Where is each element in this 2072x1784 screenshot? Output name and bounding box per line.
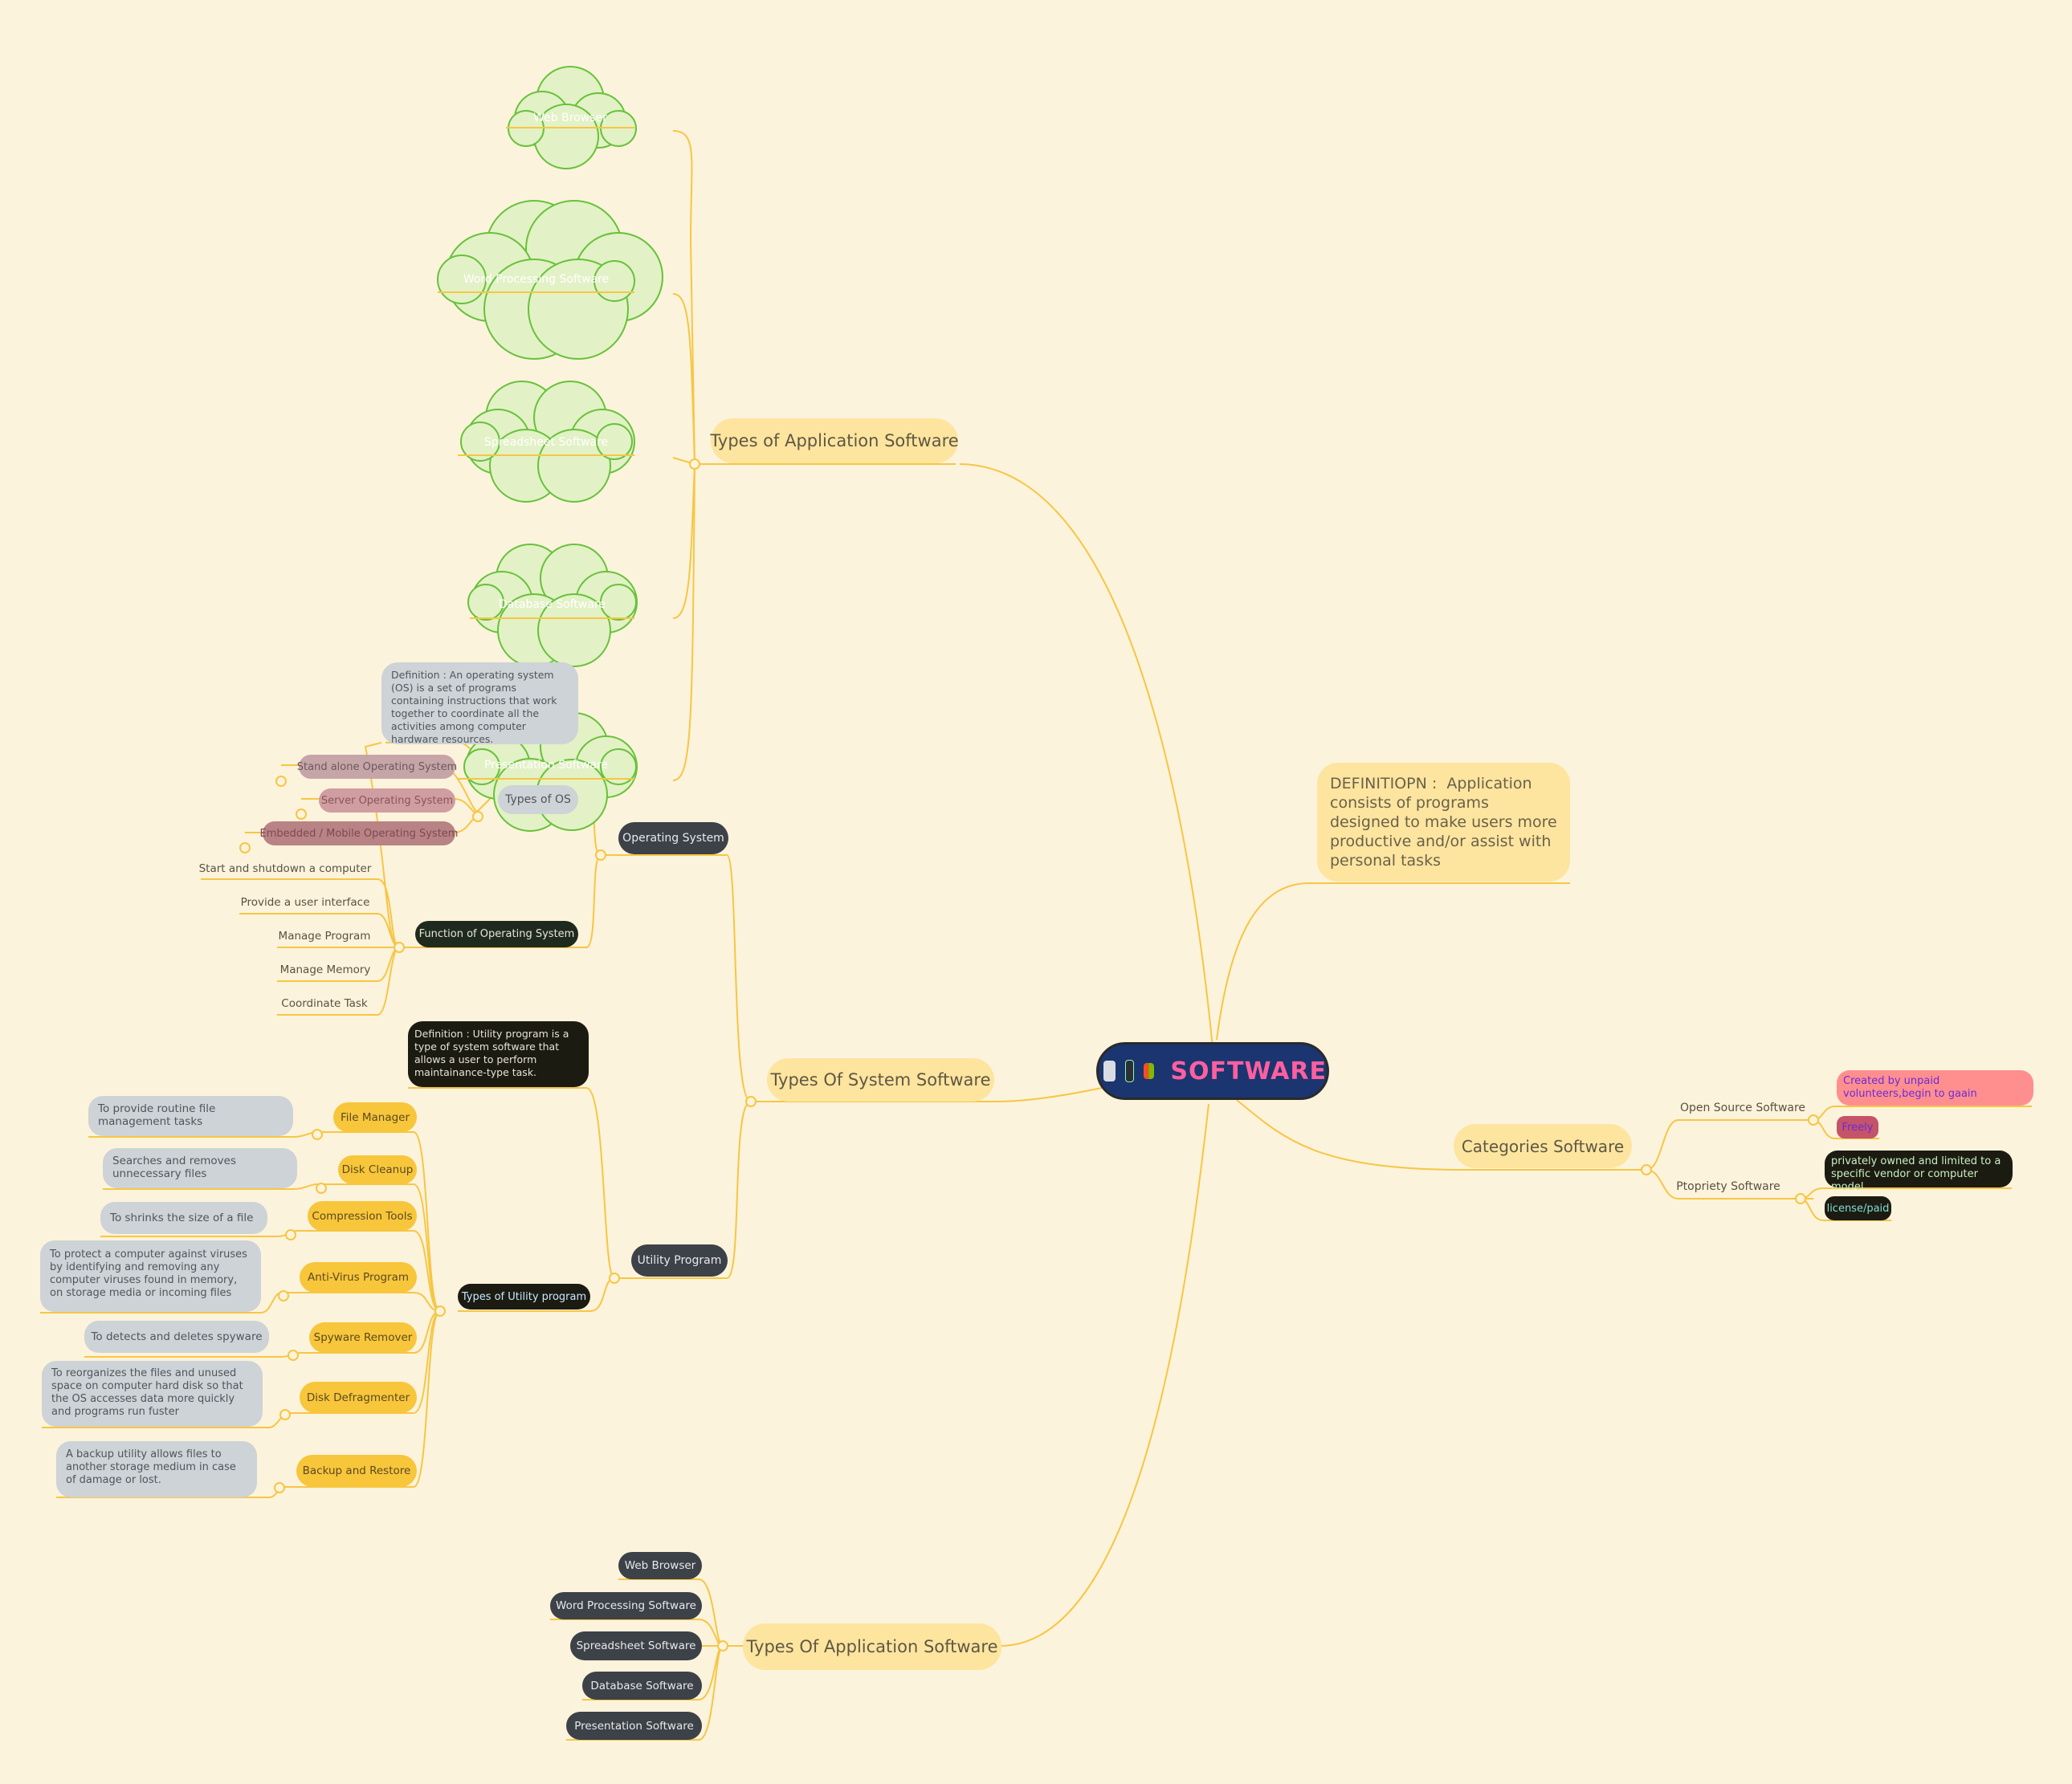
app-bottom-item-spreadsheet[interactable]: Spreadsheet Software	[570, 1631, 702, 1660]
utility-disk-cleanup[interactable]: Disk Cleanup	[338, 1155, 417, 1184]
utility-desc-disk-cleanup[interactable]: Searches and removes unnecessary files	[103, 1148, 297, 1188]
operating-system-node[interactable]: Operating System	[618, 822, 728, 854]
app-bottom-item-web-browser[interactable]: Web Browser	[618, 1552, 702, 1579]
definition-text: Application consists of programs designe…	[1330, 775, 1557, 870]
utility-types-node[interactable]: Types of Utility program	[458, 1284, 590, 1309]
utility-disk-defragmenter[interactable]: Disk Defragmenter	[300, 1382, 417, 1413]
os-function-5[interactable]: Coordinate Task	[281, 997, 368, 1010]
os-type-server[interactable]: Server Operating System	[319, 788, 455, 813]
branch-app-software-bottom[interactable]: Types Of Application Software	[743, 1623, 1001, 1670]
cloud-web-browser	[508, 66, 637, 169]
branch-system-software[interactable]: Types Of System Software	[767, 1058, 994, 1102]
utility-antivirus[interactable]: Anti-Virus Program	[300, 1262, 417, 1293]
app-top-item-word-processing[interactable]: Word Processing Software	[463, 273, 610, 286]
app-top-item-spreadsheet[interactable]: Spreadsheet Software	[483, 436, 609, 449]
cloud-database	[467, 544, 638, 667]
utility-program-node[interactable]: Utility Program	[631, 1244, 728, 1277]
definition-node[interactable]: DEFINITIOPN : Application consists of pr…	[1317, 763, 1570, 882]
os-types-node[interactable]: Types of OS	[498, 785, 578, 814]
utility-desc-antivirus[interactable]: To protect a computer against viruses by…	[40, 1240, 261, 1312]
os-type-standalone[interactable]: Stand alone Operating System	[297, 755, 457, 779]
branch-categories[interactable]: Categories Software	[1454, 1124, 1632, 1168]
open-source-item-2[interactable]: Freely	[1837, 1116, 1878, 1138]
open-source-label[interactable]: Open Source Software	[1679, 1102, 1806, 1114]
definition-label: DEFINITIOPN :	[1330, 775, 1438, 792]
os-function-3[interactable]: Manage Program	[278, 930, 371, 943]
utility-desc-compression[interactable]: To shrinks the size of a file	[100, 1202, 267, 1234]
os-function-node[interactable]: Function of Operating System	[415, 921, 578, 947]
connector-root-definition	[1216, 882, 1570, 1041]
connector-root-app-bottom	[999, 1103, 1209, 1647]
cloud-word-processing	[437, 200, 663, 360]
utility-desc-file-manager[interactable]: To provide routine file management tasks	[88, 1096, 293, 1136]
os-function-2[interactable]: Provide a user interface	[240, 896, 370, 909]
connector-root-system	[755, 1087, 1103, 1102]
connector-root-app-top	[959, 463, 1213, 1049]
windows-logo-icon	[1144, 1063, 1155, 1079]
root-node[interactable]: SOFTWARE	[1096, 1042, 1329, 1100]
app-top-item-web-browser[interactable]: Web Browser	[533, 112, 607, 124]
open-source-item-1[interactable]: Created by unpaid volunteers,begin to ga…	[1837, 1070, 2033, 1106]
utility-backup-restore[interactable]: Backup and Restore	[296, 1455, 417, 1487]
app-bottom-item-presentation[interactable]: Presentation Software	[566, 1712, 702, 1740]
os-type-embedded[interactable]: Embedded / Mobile Operating System	[260, 821, 458, 845]
utility-spyware-remover[interactable]: Spyware Remover	[309, 1322, 417, 1353]
definition-text-block: DEFINITIOPN : Application consists of pr…	[1330, 774, 1557, 870]
printer-icon	[1103, 1061, 1116, 1081]
app-bottom-item-word-processing[interactable]: Word Processing Software	[550, 1592, 702, 1619]
os-function-1[interactable]: Start and shutdown a computer	[198, 862, 372, 875]
utility-file-manager[interactable]: File Manager	[333, 1102, 417, 1132]
app-top-item-presentation[interactable]: Presentation Software	[483, 759, 609, 772]
phone-icon	[1125, 1060, 1135, 1082]
utility-compression-tools[interactable]: Compression Tools	[308, 1201, 417, 1231]
utility-desc-backup[interactable]: A backup utility allows files to another…	[56, 1441, 257, 1497]
branch-app-software-top[interactable]: Types of Application Software	[710, 418, 959, 463]
utility-desc-defragmenter[interactable]: To reorganizes the files and unused spac…	[42, 1361, 263, 1427]
os-definition[interactable]: Definition : An operating system (OS) is…	[381, 662, 578, 745]
app-bottom-item-database[interactable]: Database Software	[582, 1672, 702, 1700]
proprietary-item-2[interactable]: license/paid	[1825, 1196, 1891, 1220]
utility-definition[interactable]: Definition : Utility program is a type o…	[408, 1021, 589, 1087]
os-function-4[interactable]: Manage Memory	[279, 963, 371, 976]
cloud-spreadsheet	[460, 381, 635, 503]
proprietary-label[interactable]: Ptopriety Software	[1676, 1180, 1780, 1193]
connector-root-categories	[1236, 1099, 1646, 1171]
proprietary-item-1[interactable]: privately owned and limited to a specifi…	[1825, 1151, 2013, 1193]
app-top-item-database[interactable]: Database Software	[499, 598, 606, 611]
utility-desc-spyware[interactable]: To detects and deletes spyware	[84, 1321, 269, 1353]
root-title: SOFTWARE	[1170, 1057, 1327, 1085]
